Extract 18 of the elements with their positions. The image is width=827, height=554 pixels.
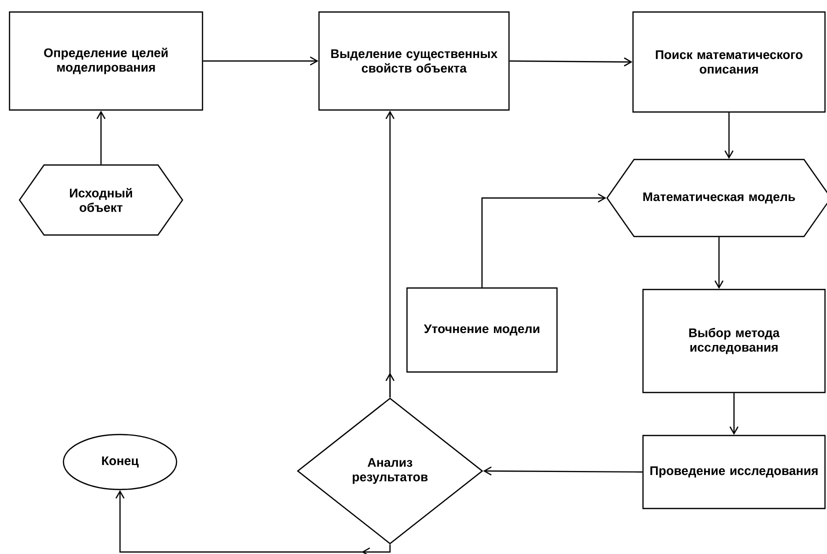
hexagon-block: Математическая модель — [606, 158, 827, 238]
hexagon-block: Исходный объект — [18, 164, 184, 236]
arrow — [729, 393, 739, 435]
arrow — [203, 56, 318, 66]
arrow — [385, 372, 395, 398]
arrow — [510, 57, 632, 66]
process-box: Проведение исследования — [642, 434, 826, 510]
arrow — [96, 110, 106, 164]
arrow — [481, 193, 606, 288]
process-box: Поиск математического описания — [632, 11, 826, 113]
arrow — [714, 237, 724, 289]
process-box: Определение целей моделирования — [8, 11, 204, 111]
arrow — [483, 466, 642, 476]
arrow — [115, 490, 391, 554]
process-box: Выделение существенных свойств объекта — [318, 11, 510, 111]
process-box: Выбор метода исследования — [642, 288, 826, 394]
arrow — [724, 112, 734, 159]
process-box: Уточнение модели — [406, 287, 558, 373]
